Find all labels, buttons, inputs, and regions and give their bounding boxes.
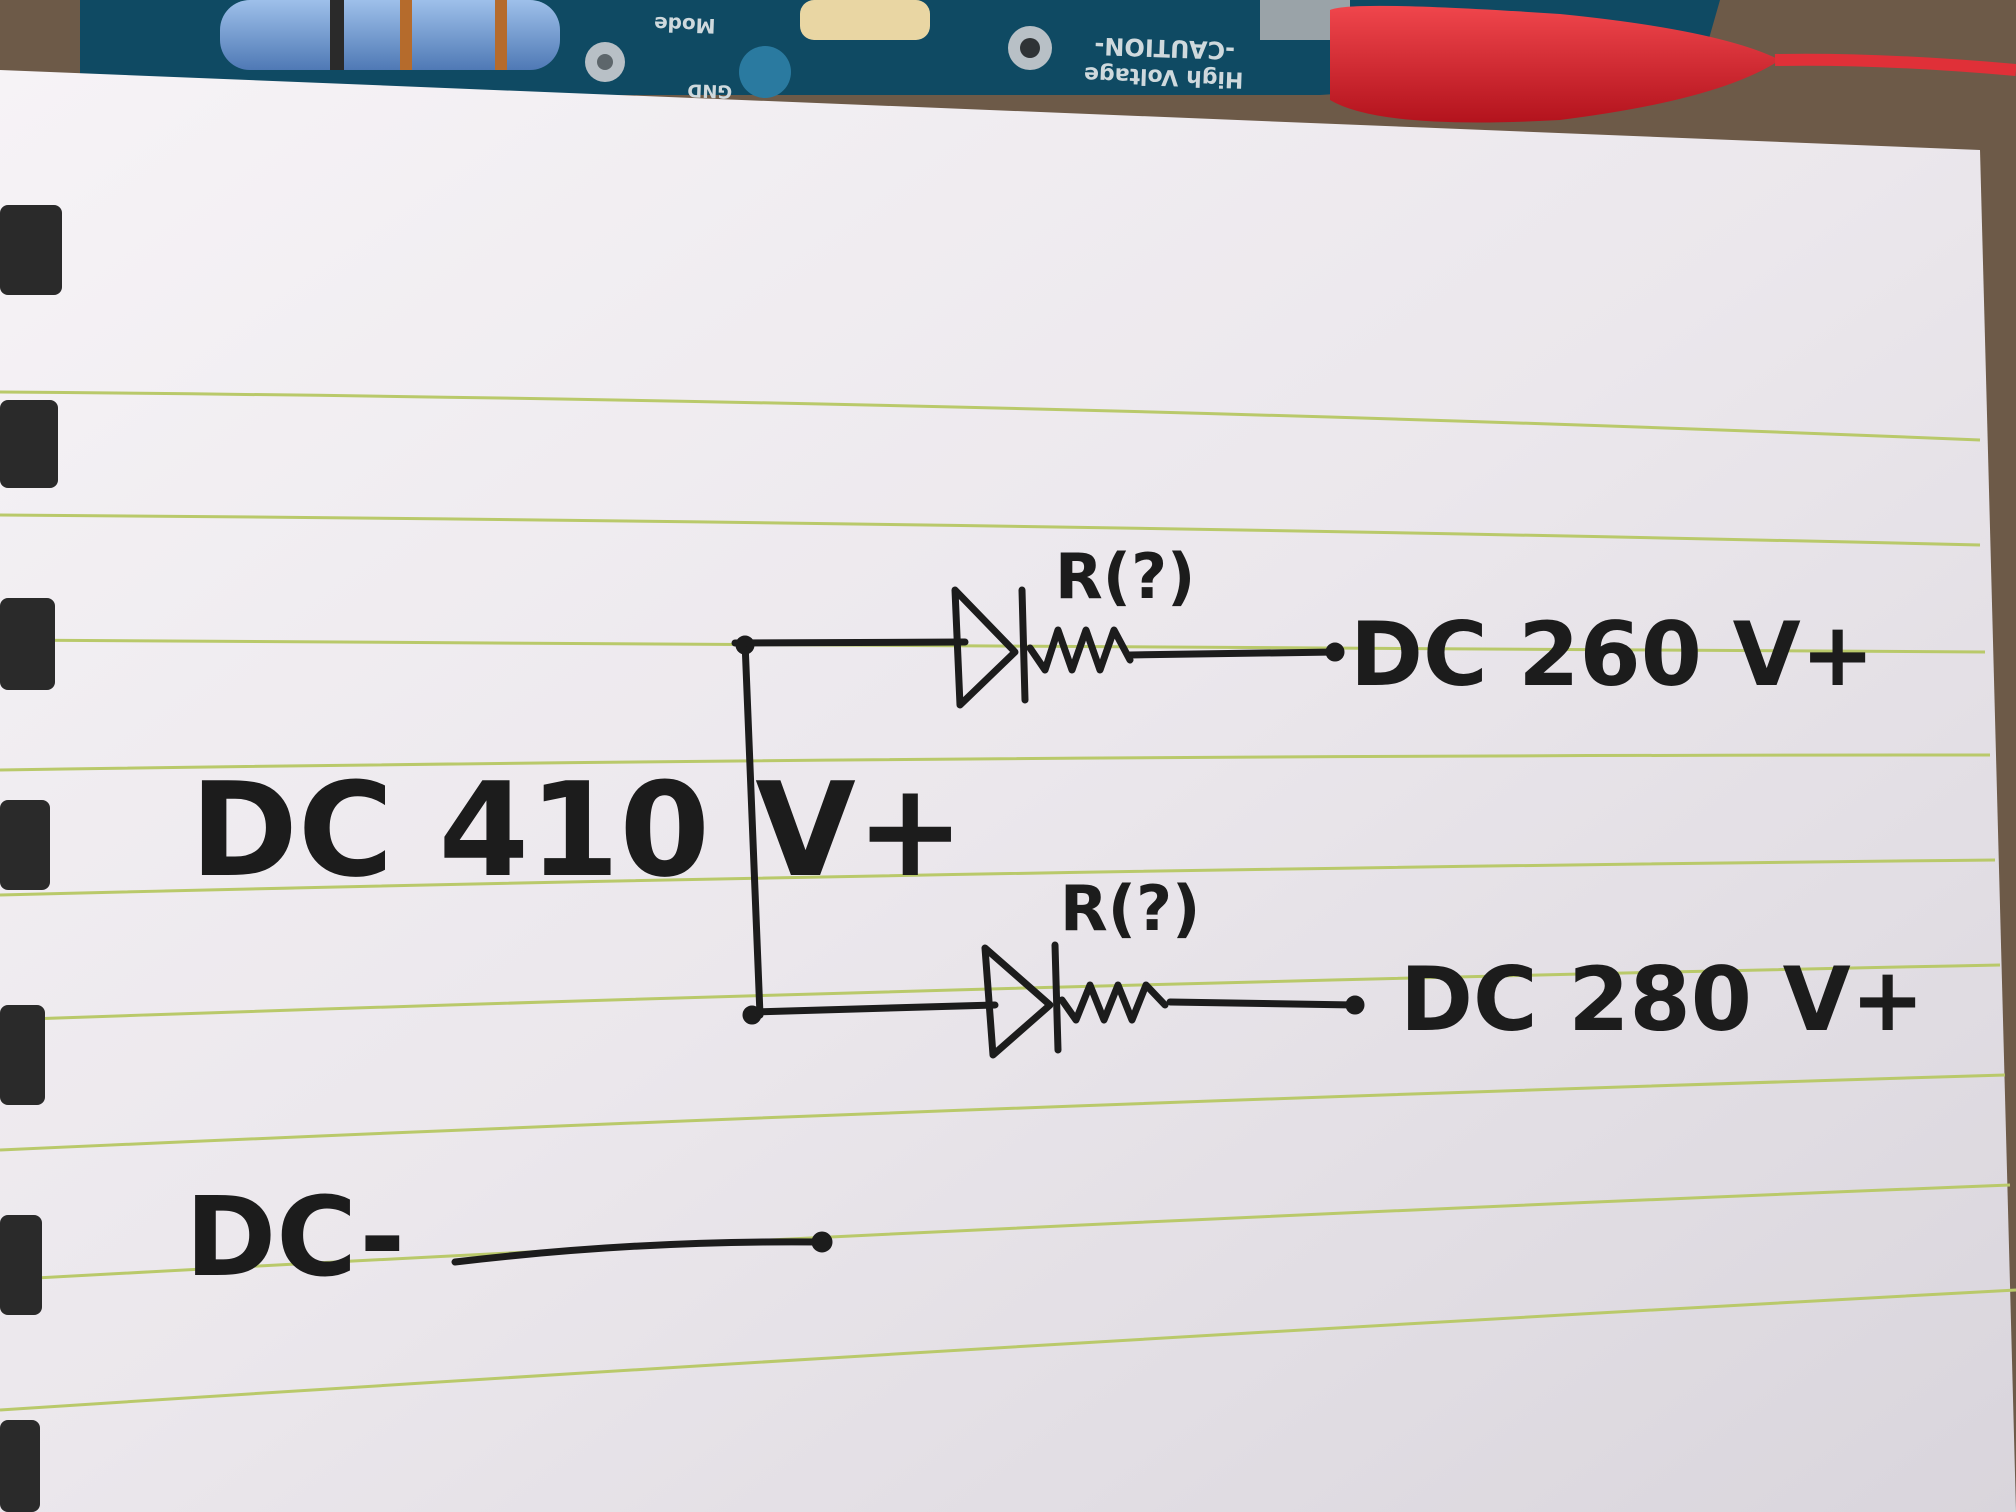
top-output-node bbox=[1325, 642, 1345, 662]
top-resistor-label: R(?) bbox=[1055, 540, 1195, 613]
top-resistor-icon bbox=[1026, 626, 1134, 674]
bottom-input-wire bbox=[748, 1001, 999, 1016]
notebook-page bbox=[0, 70, 2016, 1512]
bottom-diode-icon bbox=[981, 944, 1054, 1059]
red-alligator-clip bbox=[1260, 0, 2016, 123]
top-output-wire bbox=[1126, 648, 1339, 659]
pcb-mode-text: Mode bbox=[654, 12, 716, 38]
top-diode-icon bbox=[951, 586, 1019, 709]
bottom-diode-bar bbox=[1051, 941, 1062, 1054]
bottom-resistor-icon bbox=[1058, 981, 1169, 1024]
pcb-high-voltage-text: High Voltage bbox=[1084, 61, 1244, 92]
ground-wire bbox=[451, 1238, 826, 1266]
bottom-output-wire bbox=[1166, 998, 1359, 1009]
small-resistor bbox=[800, 0, 930, 40]
top-input-wire bbox=[731, 638, 969, 647]
ground-label: DC- bbox=[185, 1173, 405, 1301]
circuit-diagram: DC 410 V+ R(?) DC 260 V+ R(?) DC 280 V+ … bbox=[185, 540, 1924, 1301]
top-output-label: DC 260 V+ bbox=[1350, 603, 1874, 706]
input-voltage-label: DC 410 V+ bbox=[190, 754, 965, 906]
pcb-gnd-text: GND bbox=[687, 79, 732, 102]
bottom-resistor-label: R(?) bbox=[1060, 872, 1200, 945]
top-diode-bar bbox=[1018, 586, 1029, 704]
spiral-binding bbox=[0, 205, 62, 1512]
ruled-lines bbox=[0, 390, 2016, 1412]
blue-resistor bbox=[220, 0, 560, 70]
bottom-output-label: DC 280 V+ bbox=[1400, 948, 1924, 1051]
ground-node bbox=[811, 1231, 833, 1253]
vertical-bus-wire bbox=[741, 638, 764, 1019]
pcb-caution-text: -CAUTION- bbox=[1094, 32, 1236, 65]
test-point bbox=[739, 46, 791, 98]
bottom-output-node bbox=[1345, 995, 1365, 1015]
